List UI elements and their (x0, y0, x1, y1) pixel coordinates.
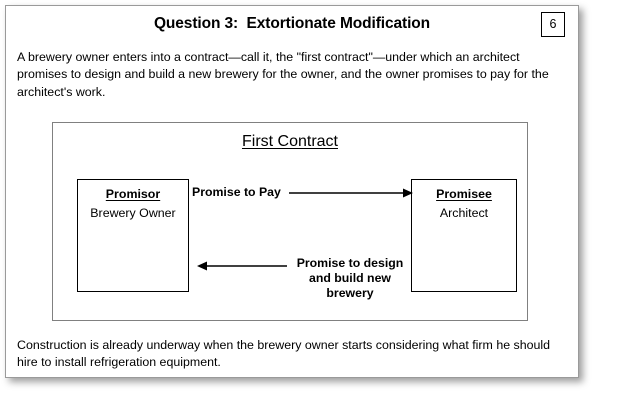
promise-to-pay-label: Promise to Pay (192, 185, 281, 199)
promisor-box: Promisor Brewery Owner (77, 179, 189, 292)
intro-paragraph: A brewery owner enters into a contract—c… (17, 50, 549, 99)
promise-to-design-label: Promise to design and build new brewery (296, 256, 404, 300)
contract-diagram: First Contract Promisor Brewery Owner Pr… (52, 122, 528, 321)
promisor-role-label: Promisor (105, 187, 161, 201)
page-number-badge: 6 (541, 12, 565, 37)
promisee-box: Promisee Architect (411, 179, 517, 292)
promise-to-design-arrow-icon (197, 261, 287, 271)
promisor-name-label: Brewery Owner (90, 206, 176, 220)
promisee-role-label: Promisee (436, 187, 492, 201)
slide-header: Question 3: Extortionate Modification 6 (6, 6, 578, 44)
diagram-title: First Contract (241, 133, 338, 150)
closing-paragraph: Construction is already underway when th… (17, 338, 551, 370)
page-title: Question 3: Extortionate Modification (153, 15, 431, 32)
slide-canvas: Question 3: Extortionate Modification 6 … (5, 5, 579, 378)
promisee-name-label: Architect (439, 206, 489, 220)
promise-to-pay-arrow-icon (289, 188, 413, 198)
